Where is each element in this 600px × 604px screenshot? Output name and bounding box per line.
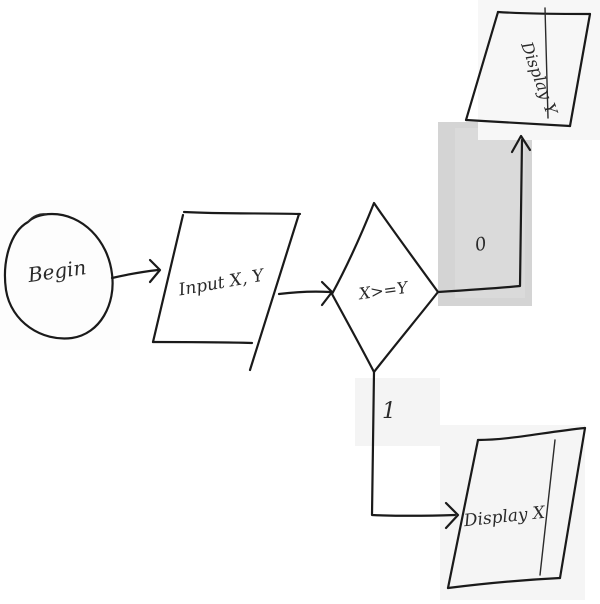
- display-y-right-edge: [568, 12, 592, 128]
- gray-patch-inner: [455, 128, 525, 298]
- arrow-false-head: [510, 134, 532, 154]
- begin-oval-overlap: [27, 213, 47, 223]
- display-x-right-edge: [558, 426, 587, 580]
- display-x-top-edge: [476, 426, 587, 442]
- input-top-edge: [182, 210, 302, 216]
- arrow-true-head: [444, 501, 460, 530]
- input-bottom-edge: [151, 340, 254, 345]
- arrow-begin-input-head: [148, 258, 162, 284]
- display-x-bottom-edge: [446, 576, 562, 590]
- arrow-false-line: [436, 138, 524, 294]
- arrow-true-line: [370, 370, 457, 517]
- display-x-divider: [539, 439, 556, 576]
- display-y-divider: [544, 7, 549, 119]
- display-y-left-edge: [464, 10, 500, 122]
- display-x-left-edge: [446, 438, 480, 590]
- input-right-edge: [248, 212, 301, 372]
- begin-oval: [3, 212, 114, 340]
- arrow-begin-to-input: [110, 258, 162, 284]
- light-patch-left: [0, 200, 120, 350]
- arrow-begin-input-line: [110, 268, 160, 280]
- arrow-input-decision-line: [277, 290, 332, 296]
- false-branch-label: 0: [473, 233, 489, 256]
- input-left-edge: [151, 213, 185, 344]
- light-patch-label: [355, 378, 440, 446]
- arrow-decision-to-display-y: 0: [436, 134, 532, 294]
- true-branch-label: 1: [382, 399, 396, 424]
- display-y-bottom-edge: [464, 118, 572, 128]
- arrow-decision-to-display-x: 1: [370, 370, 460, 530]
- display-y-top-edge: [496, 10, 592, 16]
